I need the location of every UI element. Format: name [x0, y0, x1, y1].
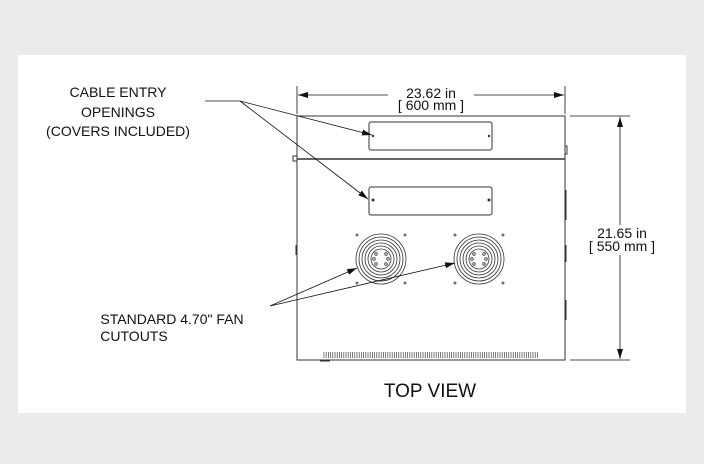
vent-slots: [323, 352, 538, 358]
cable-entry-label-line3: (COVERS INCLUDED): [46, 123, 190, 139]
view-title: TOP VIEW: [384, 381, 476, 402]
depth-dimension: [570, 115, 630, 361]
width-mm-label: [ 600 mm ]: [398, 97, 464, 113]
cable-entry-cover-bottom: [368, 186, 493, 216]
depth-inches-label: 21.65 in: [597, 225, 647, 241]
width-inches-label: 23.62 in: [406, 85, 456, 101]
cable-entry-cover-top: [368, 121, 493, 151]
cabinet-outline: [292, 115, 568, 362]
fan-label-line2: CUTOUTS: [100, 328, 167, 344]
leader-lines: [205, 100, 456, 307]
depth-mm-label: [ 550 mm ]: [589, 238, 655, 254]
fan-cutout-2: [453, 233, 505, 285]
fan-label-line1: STANDARD 4.70" FAN: [100, 311, 243, 327]
drawing-panel: [18, 55, 686, 413]
cable-entry-label-line1: CABLE ENTRY: [70, 84, 168, 100]
width-dimension: [296, 86, 566, 114]
cable-entry-label-line2: OPENINGS: [81, 104, 155, 120]
fan-cutout-1: [355, 233, 407, 285]
